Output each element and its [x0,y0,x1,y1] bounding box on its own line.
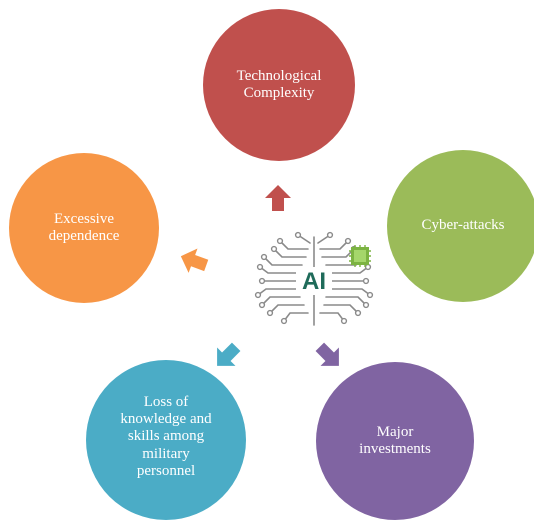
node-cyber-attacks-label: Cyber-attacks [421,217,505,234]
node-major-investments: Major investments [316,362,474,520]
arrow-up-icon [265,185,291,211]
ai-brain-circuit-icon: AI [254,231,374,326]
node-loss-of-knowledge: Loss of knowledge and skills among milit… [86,360,246,520]
arrow-down-left-icon [217,342,241,366]
node-technological-complexity-label: Technological Complexity [236,67,322,101]
node-loss-of-knowledge-label: Loss of knowledge and skills among milit… [120,393,212,479]
arrow-left-icon [180,248,209,273]
chip-icon [349,245,371,267]
node-major-investments-label: Major investments [359,423,431,457]
node-cyber-attacks: Cyber-attacks [387,150,534,302]
node-technological-complexity: Technological Complexity [203,9,355,161]
ai-label: AI [302,268,326,295]
node-excessive-dependence-label: Excessive dependence [48,210,120,244]
arrow-down-right-icon [315,342,339,366]
node-excessive-dependence: Excessive dependence [9,153,159,303]
